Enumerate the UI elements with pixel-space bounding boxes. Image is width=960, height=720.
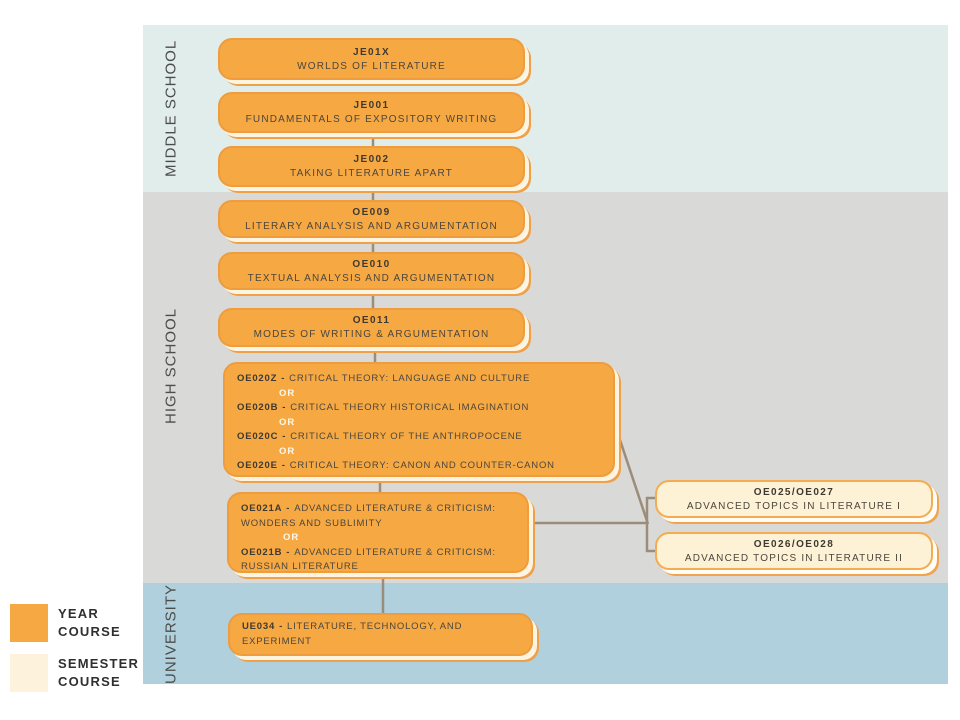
course-box-je01x: JE01X WORLDS OF LITERATURE [218, 38, 525, 80]
legend-line: SEMESTER [58, 656, 140, 671]
course-name: WORLDS OF LITERATURE [297, 60, 446, 72]
course-name: TEXTUAL ANALYSIS AND ARGUMENTATION [247, 272, 496, 284]
dash: - [286, 503, 291, 514]
course-name: LITERATURE, TECHNOLOGY, AND EXPERIMENT [242, 621, 463, 647]
course-option: OE020B-CRITICAL THEORY HISTORICAL IMAGIN… [237, 401, 601, 416]
course-name: CRITICAL THEORY HISTORICAL IMAGINATION [290, 402, 530, 413]
course-name: LITERARY ANALYSIS AND ARGUMENTATION [245, 220, 498, 232]
course-box-oe011: OE011 MODES OF WRITING & ARGUMENTATION [218, 308, 525, 347]
legend-line: YEAR [58, 606, 99, 621]
course-code: OE020E [237, 460, 278, 471]
course-name: TAKING LITERATURE APART [290, 168, 453, 179]
legend-line: COURSE [58, 674, 121, 689]
course-code: OE021A [241, 503, 283, 514]
course-code: OE009 [352, 206, 391, 218]
connector-oe020-junction [615, 430, 650, 525]
course-option: OE021A-ADVANCED LITERATURE & CRITICISM: … [241, 502, 515, 531]
year-course-legend-label: YEAR COURSE [58, 604, 168, 642]
course-name: CRITICAL THEORY: LANGUAGE AND CULTURE [289, 373, 531, 384]
semester-course-legend-label: SEMESTER COURSE [58, 654, 168, 692]
year-course-swatch [10, 604, 48, 642]
course-code: OE021B [241, 546, 283, 558]
or-separator: OR [279, 387, 296, 399]
course-code: JE01X [352, 46, 391, 58]
course-code: OE020C [237, 431, 279, 442]
course-name: MODES OF WRITING & ARGUMENTATION [253, 329, 490, 340]
course-code: OE011 [352, 315, 391, 326]
legend-line: COURSE [58, 624, 121, 639]
course-code: OE026/OE028 [753, 538, 835, 550]
course-name: CRITICAL THEORY OF THE ANTHROPOCENE [290, 431, 523, 442]
course-box-oe020-group: OE020Z-CRITICAL THEORY: LANGUAGE AND CUL… [223, 362, 615, 477]
or-separator: OR [279, 416, 296, 428]
course-code: OE020B [237, 402, 279, 413]
course-name: ADVANCED LITERATURE & CRITICISM: WONDERS… [241, 503, 496, 529]
course-name: FUNDAMENTALS OF EXPOSITORY WRITING [245, 114, 498, 125]
course-code: OE020Z [237, 373, 278, 384]
semester-course-swatch [10, 654, 48, 692]
dash: - [281, 460, 286, 471]
course-name: ADVANCED LITERATURE & CRITICISM: RUSSIAN… [241, 546, 496, 573]
course-box-oe026-oe028: OE026/OE028 ADVANCED TOPICS IN LITERATUR… [655, 532, 933, 570]
course-code: UE034 [242, 621, 276, 632]
course-box-oe025-oe027: OE025/OE027 ADVANCED TOPICS IN LITERATUR… [655, 480, 933, 518]
course-option: OE020C-CRITICAL THEORY OF THE ANTHROPOCE… [237, 430, 601, 445]
course-code: JE001 [353, 100, 390, 111]
course-code: OE025/OE027 [753, 486, 835, 498]
course-box-ue034: UE034-LITERATURE, TECHNOLOGY, AND EXPERI… [228, 613, 533, 656]
dash: - [279, 621, 284, 632]
course-code: JE002 [353, 154, 390, 165]
course-option: UE034-LITERATURE, TECHNOLOGY, AND EXPERI… [242, 620, 519, 649]
course-option: OE020Z-CRITICAL THEORY: LANGUAGE AND CUL… [237, 372, 601, 387]
or-separator: OR [279, 445, 296, 457]
or-separator: OR [283, 532, 300, 543]
course-box-oe021-group: OE021A-ADVANCED LITERATURE & CRITICISM: … [227, 492, 529, 573]
dash: - [282, 402, 287, 413]
course-box-oe010: OE010 TEXTUAL ANALYSIS AND ARGUMENTATION [218, 252, 525, 290]
dash: - [281, 373, 286, 384]
course-box-oe009: OE009 LITERARY ANALYSIS AND ARGUMENTATIO… [218, 200, 525, 238]
course-code: OE010 [352, 258, 391, 270]
course-name: ADVANCED TOPICS IN LITERATURE I [686, 500, 902, 512]
dash: - [286, 546, 291, 558]
course-name: CRITICAL THEORY: CANON AND COUNTER-CANON [289, 460, 555, 471]
course-name: ADVANCED TOPICS IN LITERATURE II [684, 552, 904, 564]
course-box-je001: JE001 FUNDAMENTALS OF EXPOSITORY WRITING [218, 92, 525, 133]
dash: - [282, 431, 287, 442]
course-option: OE021B-ADVANCED LITERATURE & CRITICISM: … [241, 546, 515, 575]
course-box-je002: JE002 TAKING LITERATURE APART [218, 146, 525, 187]
course-option: OE020E-CRITICAL THEORY: CANON AND COUNTE… [237, 459, 601, 474]
